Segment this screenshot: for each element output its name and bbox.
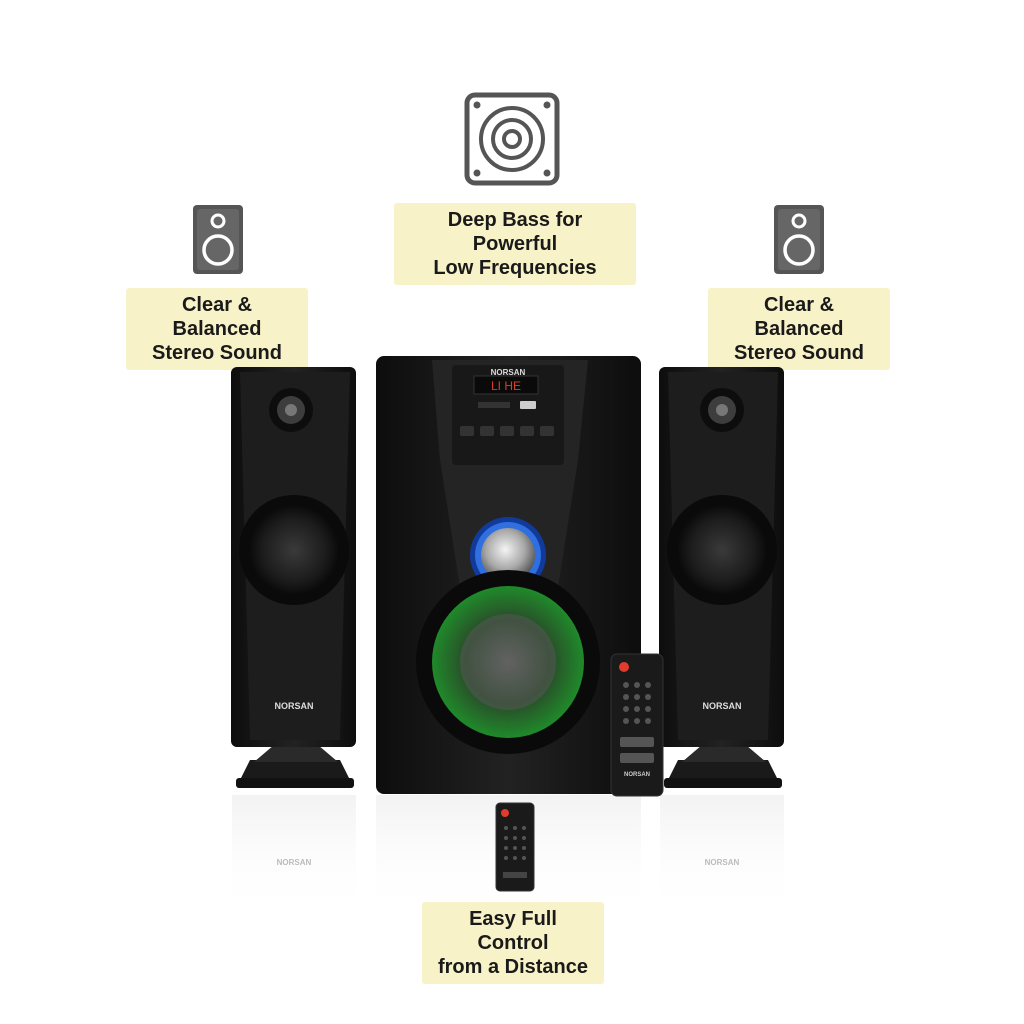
callout-remote-control: Easy Full Control from a Distance	[422, 902, 604, 984]
led-display: LI HE	[491, 379, 521, 393]
subwoofer-unit: NORSAN LI HE	[376, 356, 641, 794]
sub-brand-label: NORSAN	[491, 368, 526, 377]
callout-line: Deep Bass for Powerful	[447, 209, 583, 255]
right-brand-label: NORSAN	[702, 701, 741, 711]
svg-text:NORSAN: NORSAN	[277, 858, 312, 867]
remote-brand-label: NORSAN	[624, 772, 650, 778]
callout-line: Stereo Sound	[151, 342, 282, 364]
callout-line: Clear & Balanced	[754, 294, 844, 340]
callout-deep-bass: Deep Bass for Powerful Low Frequencies	[394, 203, 636, 285]
svg-text:NORSAN: NORSAN	[705, 858, 740, 867]
right-satellite-speaker: NORSAN	[659, 367, 784, 788]
subwoofer-icon	[464, 92, 560, 191]
callout-line: from a Distance	[437, 956, 589, 978]
callout-stereo-left: Clear & Balanced Stereo Sound	[126, 288, 308, 370]
callout-line: Clear & Balanced	[172, 294, 262, 340]
remote-control-small	[495, 802, 535, 892]
remote-control: NORSAN	[610, 653, 664, 797]
speaker-icon	[193, 205, 243, 279]
callout-line: Stereo Sound	[733, 342, 864, 364]
left-satellite-speaker: NORSAN	[231, 367, 356, 788]
callout-line: Easy Full Control	[469, 908, 557, 954]
left-brand-label: NORSAN	[274, 701, 313, 711]
callout-line: Low Frequencies	[433, 257, 597, 279]
speaker-icon	[774, 205, 824, 279]
callout-stereo-right: Clear & Balanced Stereo Sound	[708, 288, 890, 370]
